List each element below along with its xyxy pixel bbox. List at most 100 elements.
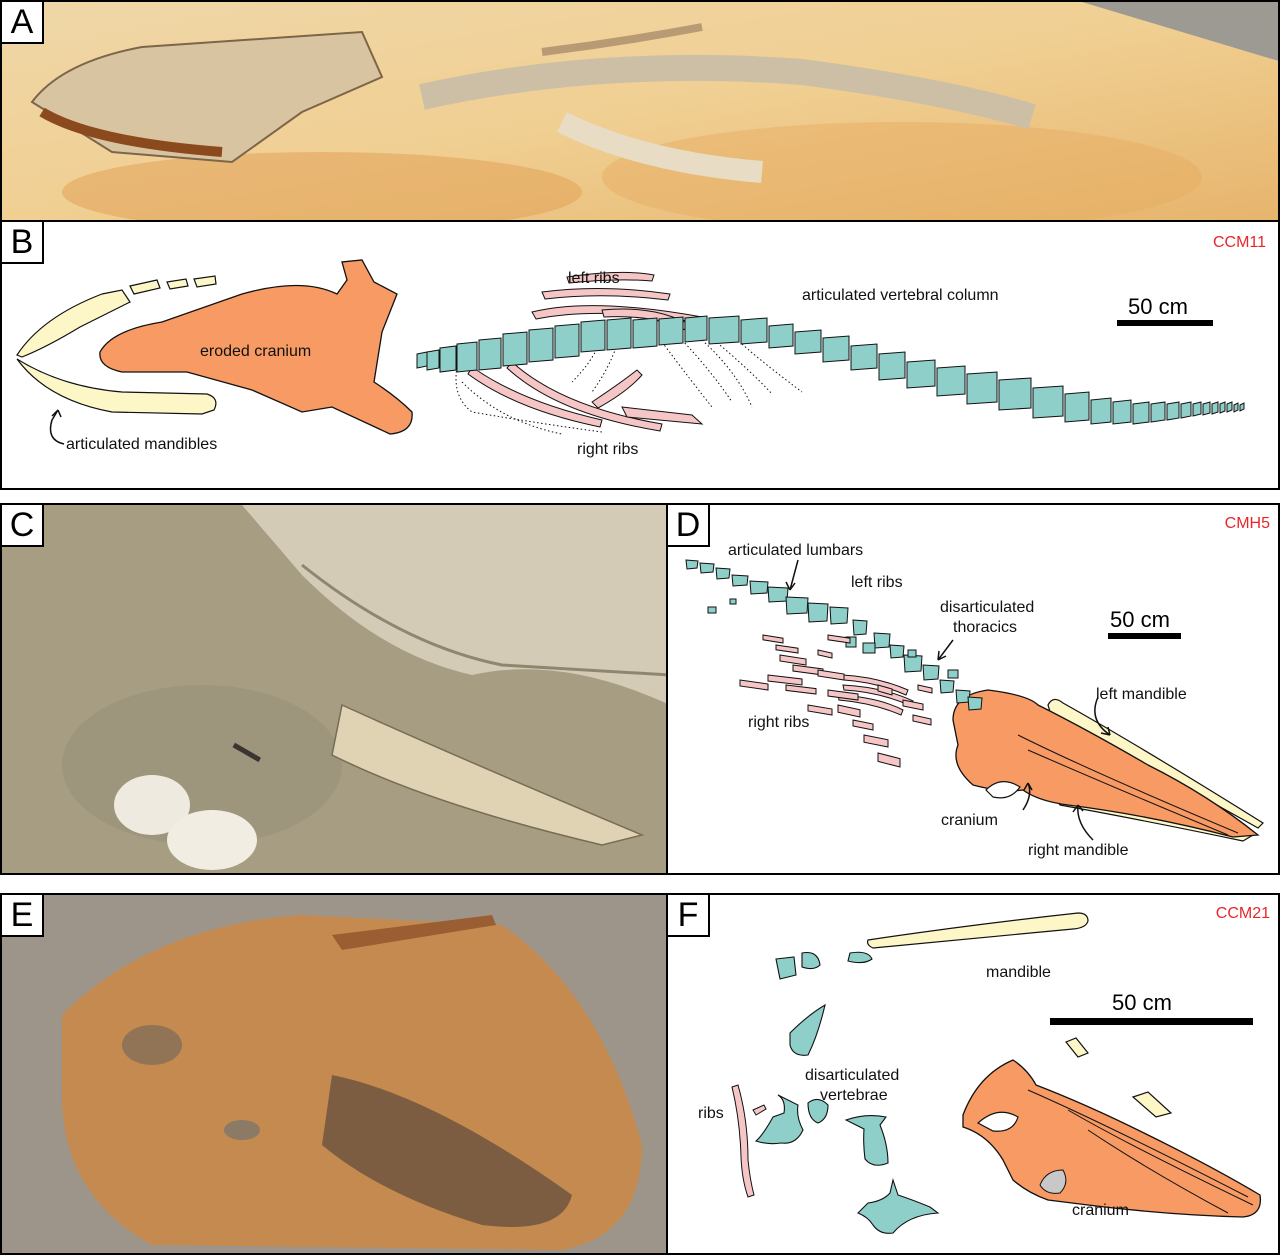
vertebra-shape [822, 335, 850, 363]
panel-letter-e: E [2, 895, 44, 937]
label-disarticulated-d: disarticulated [940, 599, 1035, 616]
vertebra-shape [1226, 401, 1233, 413]
vertebra-shape [1233, 402, 1239, 413]
rib-shape [912, 714, 932, 726]
rib-shape [842, 674, 909, 696]
scale-bar-b [1117, 320, 1213, 326]
vertebra-shape [456, 341, 478, 373]
vertebra-shape [554, 323, 580, 359]
rib-shape [877, 684, 893, 696]
vertebra-shape [1150, 401, 1166, 423]
vertebra-shape [684, 315, 708, 343]
panel-d: CMH5 articulated lumbars left ribs disar… [666, 503, 1280, 875]
vertebra-shape [715, 567, 731, 580]
mandible-shape [193, 275, 217, 288]
vertebra-shape [1112, 399, 1132, 425]
label-disarticulated-f: disarticulated [805, 1067, 900, 1084]
vertebra-shape [801, 951, 821, 970]
label-thoracics: thoracics [953, 619, 1018, 636]
label-cranium-d: cranium [941, 812, 998, 829]
photo-a [2, 2, 1278, 220]
vertebra-shape [852, 619, 868, 636]
vertebra-shape [740, 317, 768, 345]
rib-shape [467, 366, 603, 428]
vertebra-shape [1211, 401, 1219, 415]
vertebra-shape [502, 331, 528, 367]
label-mandible-f: mandible [986, 964, 1051, 981]
vertebra-shape [708, 315, 740, 345]
rib-shape [817, 649, 833, 659]
vertebra-shape [844, 1114, 889, 1166]
rib-shape [877, 752, 901, 768]
vertebra-shape [847, 951, 873, 964]
vertebra-shape [1166, 401, 1180, 421]
vertebra-shape [606, 317, 632, 351]
vertebra-shape [1090, 397, 1112, 425]
specimen-code-cmh5: CMH5 [1224, 515, 1270, 532]
cranium-shape [99, 259, 413, 435]
vertebra-shape [939, 679, 955, 694]
vertebra-shape [857, 1177, 940, 1234]
label-left-ribs-d: left ribs [851, 574, 903, 591]
vertebra-shape [439, 345, 457, 373]
vertebra-shape [632, 317, 658, 349]
panel-f: CCM21 mandible disarticulated vertebrae … [666, 893, 1280, 1255]
rib-shape [621, 406, 704, 425]
vertebra-shape [767, 586, 789, 603]
rib-shape [807, 704, 833, 716]
label-eroded-cranium: eroded cranium [200, 343, 312, 360]
label-vertebrae-f: vertebrae [820, 1087, 888, 1104]
vertebra-shape [907, 649, 917, 658]
vertebra-shape [1192, 401, 1202, 417]
label-right-ribs-d: right ribs [748, 714, 810, 731]
rib-shape [591, 369, 643, 409]
vertebra-shape [889, 644, 905, 659]
vertebra-shape [749, 580, 769, 595]
vertebra-shape [807, 602, 829, 623]
cranium-shape [952, 689, 1260, 838]
arrow-mandibles [49, 409, 65, 445]
scale-label-d: 50 cm [1110, 607, 1170, 632]
label-left-mandible: left mandible [1096, 686, 1187, 703]
mandible-shape [166, 278, 189, 290]
vertebra-shape [1202, 401, 1211, 416]
label-right-ribs: right ribs [577, 441, 639, 458]
vertebral-column [416, 315, 1245, 425]
vertebra-shape [1032, 385, 1064, 419]
rib-shape [852, 719, 874, 731]
vertebra-shape [829, 606, 849, 625]
rib-shape [752, 1104, 767, 1116]
rib-shape [506, 361, 663, 432]
vertebra-shape [807, 1098, 829, 1124]
vertebra-shape [966, 371, 998, 405]
vertebra-shape [936, 365, 966, 397]
mandible-shape [16, 289, 131, 358]
panel-letter-b: B [2, 222, 44, 264]
mandible-shape [1065, 1037, 1089, 1058]
diagram-f [731, 912, 1262, 1234]
panel-letter-c: C [2, 505, 44, 547]
cranium-shape [962, 1059, 1262, 1218]
rib-shape [767, 674, 803, 686]
panel-letter-a: A [2, 2, 44, 44]
label-ribs-f: ribs [698, 1105, 724, 1122]
panel-b: CCM11 left ribs articulated vertebral co… [0, 220, 1280, 490]
vertebra-shape [685, 559, 699, 570]
vertebra-shape [775, 956, 797, 980]
panel-letter-d: D [668, 505, 710, 547]
vertebrae-chain [685, 559, 983, 711]
rib-shape [902, 699, 924, 711]
vertebra-shape [906, 359, 936, 389]
specimen-code-ccm21: CCM21 [1215, 905, 1270, 922]
vertebra-shape [873, 632, 891, 649]
vertebra-shape [1064, 391, 1090, 423]
label-articulated-lumbars: articulated lumbars [728, 542, 864, 559]
vertebra-shape [903, 654, 923, 673]
vertebra-shape [947, 669, 959, 679]
vertebra-shape [1239, 402, 1245, 412]
vertebra-shape [731, 574, 749, 587]
mandible-shape [129, 279, 161, 295]
scale-label-f: 50 cm [1112, 990, 1172, 1015]
rib-shape [837, 704, 861, 718]
photo-c [2, 505, 666, 873]
